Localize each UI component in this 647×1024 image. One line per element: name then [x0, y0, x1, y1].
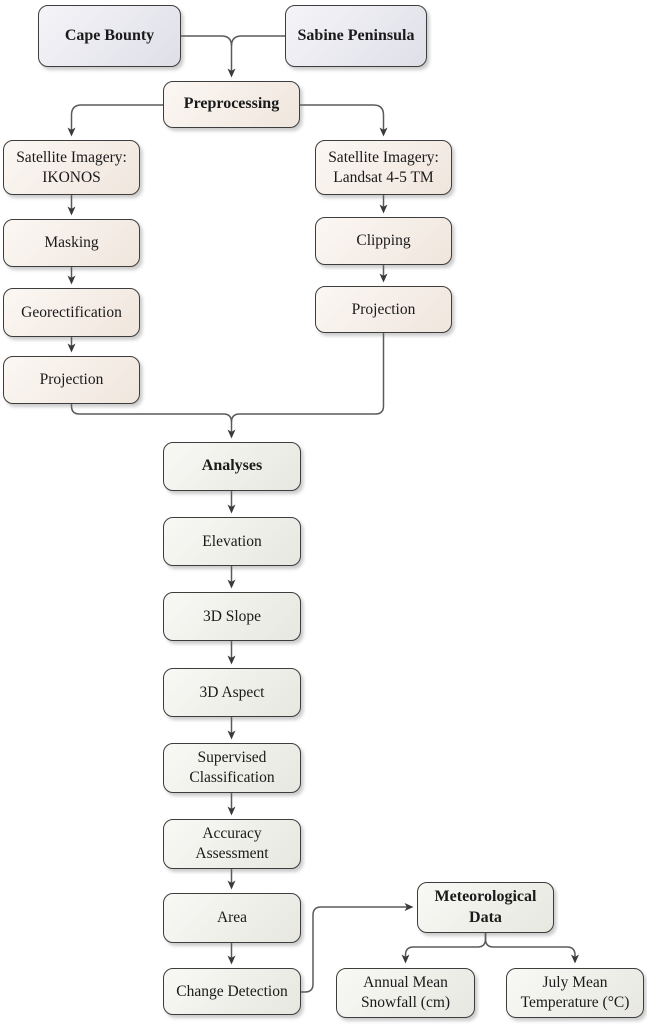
connector-met-data-to-july-temp — [484, 933, 579, 964]
node-projection-left-label: Projection — [39, 371, 104, 389]
node-annual-mean-snowfall-label: Annual Mean Snowfall (cm) — [360, 974, 451, 1011]
node-satellite-landsat: Satellite Imagery: Landsat 4-5 TM — [315, 140, 452, 195]
node-clipping: Clipping — [315, 217, 452, 265]
node-annual-mean-snowfall: Annual Mean Snowfall (cm) — [336, 968, 475, 1018]
node-meteorological-data: Meteorological Data — [417, 882, 554, 933]
connector-projection-left-to-analyses — [70, 404, 236, 439]
connector-cape-bounty-to-preprocessing — [181, 35, 236, 78]
node-supervised-classification-label: Supervised Classification — [189, 749, 275, 786]
node-georectification-label: Georectification — [21, 303, 122, 321]
node-july-mean-temperature: July Mean Temperature (°C) — [506, 968, 644, 1018]
node-analyses-label: Analyses — [201, 457, 263, 475]
node-accuracy-assessment: Accuracy Assessment — [163, 819, 301, 869]
node-3d-aspect-label: 3D Aspect — [199, 683, 265, 701]
node-masking: Masking — [3, 219, 140, 267]
node-analyses: Analyses — [163, 442, 301, 491]
node-preprocessing-label: Preprocessing — [183, 95, 280, 113]
node-sabine-peninsula: Sabine Peninsula — [285, 5, 427, 67]
node-area-label: Area — [216, 909, 248, 927]
node-cape-bounty: Cape Bounty — [38, 5, 181, 67]
connector-met-data-to-snowfall — [401, 933, 487, 964]
node-meteorological-data-label: Meteorological Data — [434, 888, 537, 926]
node-accuracy-assessment-label: Accuracy Assessment — [195, 825, 269, 862]
node-projection-right-label: Projection — [351, 300, 416, 318]
node-georectification: Georectification — [3, 288, 140, 337]
node-change-detection-label: Change Detection — [176, 982, 288, 1000]
node-elevation-label: Elevation — [202, 532, 262, 550]
node-satellite-ikonos-label: Satellite Imagery: IKONOS — [16, 148, 127, 186]
node-july-mean-temperature-label: July Mean Temperature (°C) — [520, 974, 630, 1011]
node-satellite-landsat-label: Satellite Imagery: Landsat 4-5 TM — [328, 148, 439, 186]
node-elevation: Elevation — [163, 517, 301, 566]
node-projection-left: Projection — [3, 356, 140, 404]
node-satellite-ikonos: Satellite Imagery: IKONOS — [3, 140, 140, 195]
node-3d-slope-label: 3D Slope — [202, 607, 262, 625]
connector-preprocessing-to-landsat — [300, 104, 388, 137]
node-cape-bounty-label: Cape Bounty — [64, 26, 155, 44]
node-change-detection: Change Detection — [163, 968, 301, 1015]
node-sabine-peninsula-label: Sabine Peninsula — [297, 26, 415, 44]
node-supervised-classification: Supervised Classification — [163, 743, 301, 793]
node-masking-label: Masking — [44, 234, 99, 252]
node-projection-right: Projection — [315, 286, 452, 333]
node-clipping-label: Clipping — [356, 232, 411, 250]
connector-sabine-to-preprocessing — [230, 35, 285, 47]
node-3d-slope: 3D Slope — [163, 592, 301, 641]
node-area: Area — [163, 893, 301, 943]
node-preprocessing: Preprocessing — [163, 81, 300, 128]
connector-preprocessing-to-ikonos — [67, 104, 163, 137]
node-3d-aspect: 3D Aspect — [163, 668, 301, 717]
connector-projection-right-to-analyses — [230, 333, 385, 423]
